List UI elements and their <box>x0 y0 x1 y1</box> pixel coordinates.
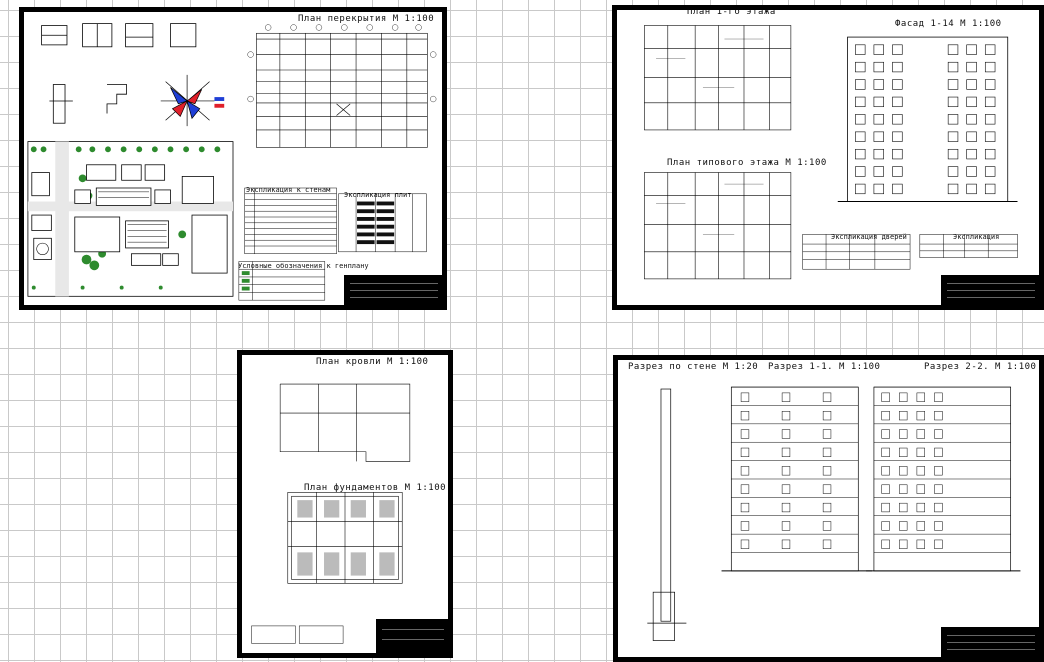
sheet4-title-wall: Разрез по стене М 1:20 <box>628 362 759 372</box>
sheet4-title-section1: Разрез 1-1. М 1:100 <box>768 362 881 372</box>
sheet1-title: План перекрытия М 1:100 <box>298 14 435 24</box>
sheet-roof-foundation[interactable]: План кровли М 1:100 План фундаментов М 1… <box>237 350 453 658</box>
sheet-site-plan[interactable]: План перекрытия М 1:100 Экспликация к ст… <box>19 7 447 310</box>
sheet1-table2-title: Экспликация плит <box>344 191 412 199</box>
sheet2-title-typical-floor: План типового этажа М 1:100 <box>667 158 827 168</box>
sheet2-doors-table-title: Экспликация дверей <box>831 233 907 241</box>
sheet4-title-section2: Разрез 2-2. М 1:100 <box>924 362 1037 372</box>
title-block <box>376 619 448 653</box>
sheet-sections[interactable]: Разрез по стене М 1:20 Разрез 1-1. М 1:1… <box>613 355 1044 662</box>
wind-rose-icon <box>160 74 215 127</box>
roof-foundation-drawing <box>251 383 411 644</box>
sections-drawing <box>647 386 1021 641</box>
sheet1-table1-title: Экспликация к стенам <box>246 186 331 194</box>
title-block <box>941 627 1039 657</box>
sheet2-title-facade: Фасад 1-14 М 1:100 <box>895 19 1002 29</box>
sheet2-windows-table-title: Экспликация <box>953 233 1000 241</box>
sheet-floor-plans-facade[interactable]: План 1-го этажа План типового этажа М 1:… <box>612 5 1044 310</box>
sheet3-title-foundation: План фундаментов М 1:100 <box>304 483 447 493</box>
sheet1-legend-title: Условные обозначения к генплану <box>238 262 369 270</box>
sheet3-title-roof: План кровли М 1:100 <box>316 357 429 367</box>
floor-plans-drawing <box>644 25 1018 280</box>
title-block <box>941 275 1039 305</box>
title-block <box>344 275 442 305</box>
site-plan-drawing <box>27 23 437 301</box>
sheet2-title-first-floor: План 1-го этажа <box>687 7 776 17</box>
